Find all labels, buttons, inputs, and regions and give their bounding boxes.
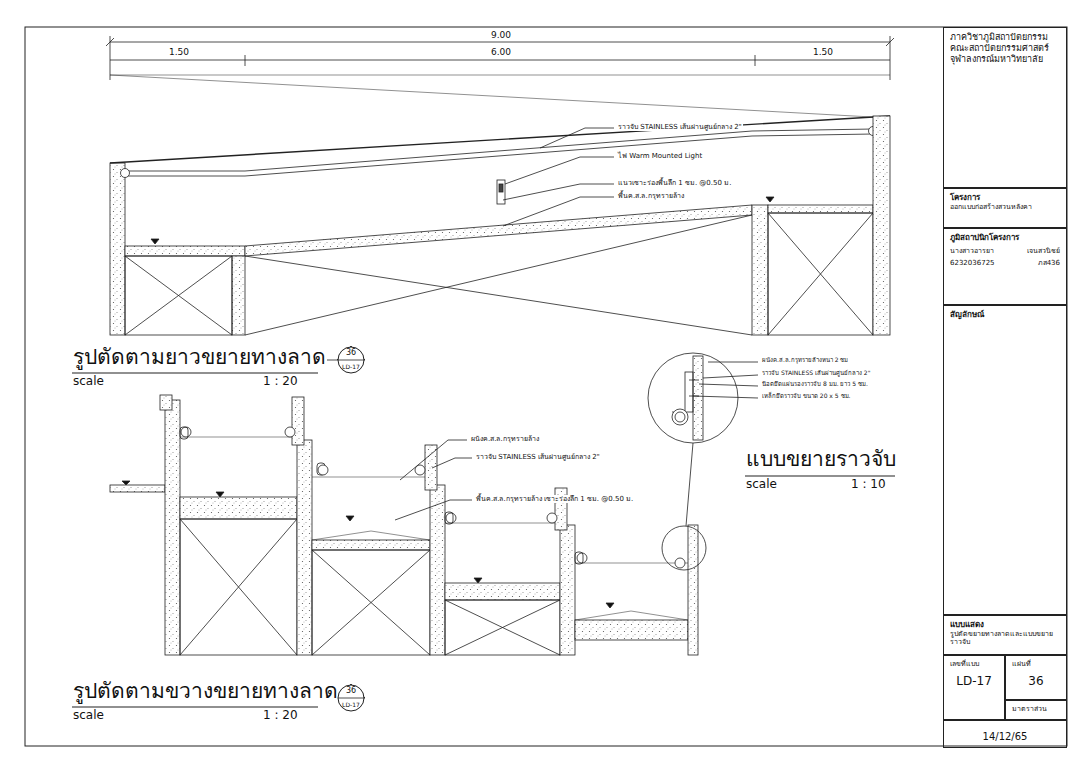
cell-heading: ภูมิสถาปนิกโครงการ — [950, 233, 1060, 243]
cell-heading: สัญลักษณ์ — [950, 310, 1060, 320]
cell-heading: 36 — [337, 346, 365, 359]
callout-text: ผนังค.ส.ล.กรุทรายล้างหนา 2 ซม — [761, 357, 849, 364]
cell-heading: เลขที่แบบ — [950, 660, 998, 668]
callout-text: แนวเซาะร่องพื้นลึก 1 ซม. @0.50 ม. — [617, 179, 732, 187]
section-title: รูปตัดตามยาวขยายทางลาด — [72, 345, 327, 369]
cell-heading: ภาควิชาภูมิสถาปัตยกรรม — [950, 32, 1060, 43]
cell-heading: แผ่นที่ — [1012, 660, 1060, 668]
callout-text: ผนังค.ส.ล.กรุทรายล้าง — [470, 435, 540, 443]
scale-label: scale — [72, 709, 105, 723]
cell-text: ออกแบบก่อสร้างสวนหลังคา — [950, 203, 1060, 211]
drawing-number-cell: เลขที่แบบ LD-17 — [943, 655, 1005, 720]
cell-heading: 14/12/65 — [950, 731, 1060, 743]
project-cell: โครงการออกแบบก่อสร้างสวนหลังคา — [943, 188, 1067, 228]
cell-heading: โครงการ — [950, 193, 1060, 203]
callout-text: ราวจับ STAINLESS เส้นผ่านศูนย์กลาง 2" — [617, 123, 743, 131]
scale-value: 1 : 20 — [262, 375, 299, 389]
callout-text: ราวจับ STAINLESS เส้นผ่านศูนย์กลาง 2" — [761, 370, 871, 377]
cell-heading: แบบแสดง — [950, 620, 1060, 630]
cell-heading: มาตราส่วน — [1012, 705, 1060, 713]
sheet-title-cell: แบบแสดงรูปตัดขยายทางลาดและแบบขยายราวจับ — [943, 615, 1067, 655]
callout-text: พื้นค.ส.ล.กรุทรายล้าง — [617, 192, 685, 200]
detail-title: แบบขยายราวจับ — [745, 447, 897, 471]
dimension-text: 1.50 — [812, 47, 834, 57]
cell-text: LD-17 — [950, 674, 998, 688]
cell-text: 6232036725 — [950, 259, 995, 267]
scale-label: scale — [72, 375, 105, 389]
scale-label: scale — [745, 478, 778, 492]
section-title: รูปตัดตามขวางขยายทางลาด — [72, 679, 339, 703]
symbol-cell: สัญลักษณ์ — [943, 305, 1067, 615]
date-cell: 14/12/65 — [943, 720, 1067, 748]
sheet-number-cell: แผ่นที่ 36 — [1005, 655, 1067, 700]
callout-text: ไฟ Warm Mounted Light — [617, 152, 703, 160]
callout-text: พื้นค.ส.ล.กรุทรายล้าง เซาะร่องลึก 1 ซม. … — [475, 495, 634, 503]
cell-text: จุฬาลงกรณ์มหาวิทยาลัย — [950, 54, 1060, 65]
cell-heading: 36 — [337, 684, 365, 697]
institution-cell: ภาควิชาภูมิสถาปัตยกรรมคณะสถาปัตยกรรมศาสต… — [943, 27, 1067, 188]
cell-text: รูปตัดขยายทางลาดและแบบขยายราวจับ — [950, 630, 1060, 647]
callout-text: ราวจับ STAINLESS เส้นผ่านศูนย์กลาง 2" — [475, 453, 601, 461]
cell-text: 36 — [1012, 674, 1060, 688]
cell-text: เจนสวนิชย์ — [1027, 247, 1060, 255]
cell-text: ภส436 — [1038, 259, 1060, 267]
scale-cell: มาตราส่วน — [1005, 700, 1067, 720]
dimension-text: 6.00 — [490, 47, 512, 57]
cell-text: นางสาวอารยา — [950, 247, 994, 255]
cell-text: LD-17 — [337, 360, 365, 373]
dimension-text: 1.50 — [168, 47, 190, 57]
callout-text: เหล็กยึดราวจับ ขนาด 20 x 5 ซม. — [761, 393, 851, 400]
cell-text: คณะสถาปัตยกรรมศาสตร์ — [950, 43, 1060, 54]
section-marker: 36LD-17 — [337, 346, 365, 374]
callout-text: น๊อตยึดแผ่นรองราวจับ 8 มม. ยาว 5 ซม. — [761, 381, 869, 388]
scale-value: 1 : 10 — [850, 478, 887, 492]
cell-text: LD-17 — [337, 698, 365, 711]
scale-value: 1 : 20 — [262, 709, 299, 723]
designer-cell: ภูมิสถาปนิกโครงการนางสาวอารยา เจนสวนิชย์ 6… — [943, 228, 1067, 305]
section-marker: 36LD-17 — [337, 684, 365, 712]
dimension-text: 9.00 — [490, 30, 512, 40]
